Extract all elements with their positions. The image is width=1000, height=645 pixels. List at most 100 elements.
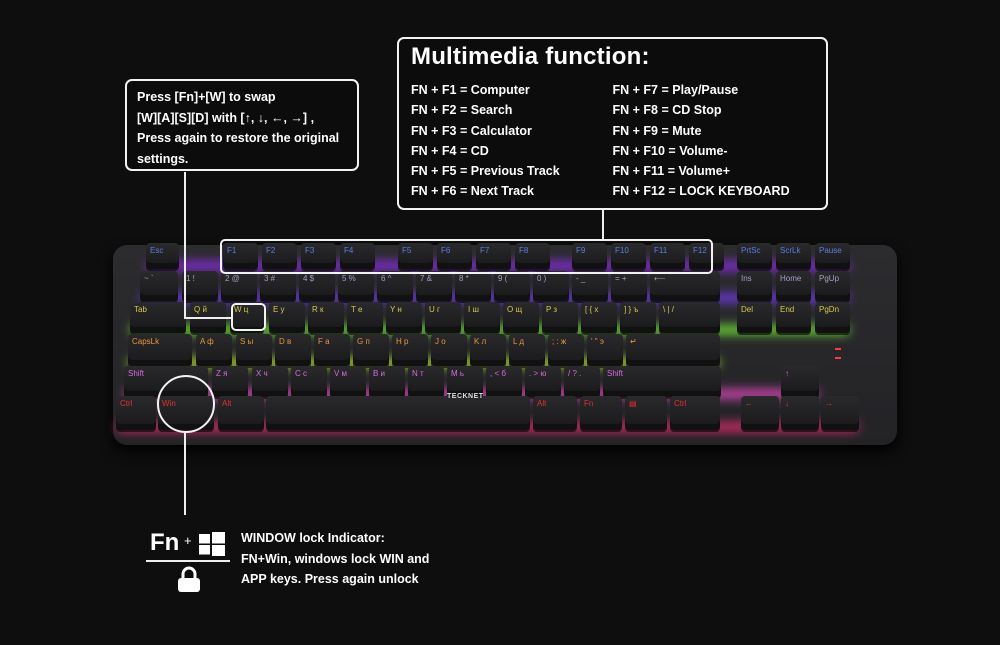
key[interactable]: U г [425,302,461,333]
key[interactable]: R к [308,302,344,333]
key[interactable]: \ | / [659,302,720,333]
key[interactable]: N т [408,366,444,397]
key[interactable]: 0 ) [533,271,569,301]
key[interactable]: F7 [476,243,511,269]
key[interactable]: ' " э [587,334,623,366]
key[interactable]: 7 & [416,271,452,301]
key[interactable]: F5 [398,243,433,269]
key[interactable]: I ш [464,302,500,333]
key-label: P з [546,305,558,314]
key[interactable]: Home [776,271,811,301]
key[interactable]: L д [509,334,545,366]
key-label: CapsLk [132,337,160,346]
key[interactable] [266,396,530,430]
key[interactable]: F12 [689,243,724,269]
key[interactable]: K л [470,334,506,366]
key[interactable]: → [821,396,859,430]
key-label: Alt [222,399,232,408]
key[interactable]: 6 ^ [377,271,413,301]
key-label: X ч [256,369,268,378]
key[interactable]: F2 [262,243,297,269]
key-label: M ь [451,369,465,378]
key-label: W ц [234,305,249,314]
key[interactable]: S ы [236,334,272,366]
key[interactable]: 2 @ [221,271,257,301]
key[interactable]: PgDn [815,302,850,333]
key[interactable]: Pause [815,243,850,269]
key[interactable]: E у [269,302,305,333]
key[interactable]: Esc [146,243,179,269]
key[interactable]: 4 $ [299,271,335,301]
key-label: F2 [266,246,276,255]
key[interactable]: 1 ! [182,271,218,301]
key[interactable]: Z я [212,366,248,397]
key[interactable]: End [776,302,811,333]
key[interactable]: ; : ж [548,334,584,366]
key[interactable]: ~ ` [140,271,178,301]
key[interactable]: = + [611,271,647,301]
plus-sign: + [184,533,192,548]
key-label: Shift [128,369,145,378]
key[interactable]: Ctrl [670,396,720,430]
key-label: Y н [390,305,402,314]
key[interactable]: 9 ( [494,271,530,301]
key[interactable]: ↓ [781,396,819,430]
key[interactable]: CapsLk [128,334,192,366]
key[interactable]: ] } ъ [620,302,656,333]
key[interactable]: ▤ [625,396,667,430]
key[interactable]: 5 % [338,271,374,301]
key[interactable]: . > ю [525,366,561,397]
key[interactable]: 8 * [455,271,491,301]
key[interactable]: F10 [611,243,646,269]
key[interactable]: Y н [386,302,422,333]
key-label: End [780,305,795,314]
key[interactable]: , < б [486,366,522,397]
key[interactable]: C с [291,366,327,397]
key[interactable]: M ь [447,366,483,397]
key[interactable]: Shift [603,366,721,397]
key[interactable]: A ф [196,334,232,366]
key[interactable]: F а [314,334,350,366]
key[interactable]: Fn [580,396,622,430]
key[interactable]: T е [347,302,383,333]
key-label: = + [615,274,627,283]
key[interactable]: ↵ [626,334,720,366]
key-label: \ | / [663,305,674,314]
key[interactable]: 3 # [260,271,296,301]
key-label: Pause [819,246,842,255]
key[interactable]: X ч [252,366,288,397]
key[interactable]: Ctrl [116,396,156,430]
key[interactable]: G п [353,334,389,366]
key[interactable]: - _ [572,271,608,301]
key[interactable]: H р [392,334,428,366]
key[interactable]: Tab [130,302,186,333]
key[interactable]: ↑ [781,366,819,397]
key[interactable]: F4 [340,243,375,269]
key[interactable]: V м [330,366,366,397]
key[interactable]: P з [542,302,578,333]
key[interactable]: F11 [650,243,685,269]
key[interactable]: PrtSc [737,243,772,269]
key[interactable]: F1 [223,243,258,269]
indicator-led [835,348,841,350]
key[interactable]: [ { х [581,302,617,333]
key[interactable]: PgUp [815,271,850,301]
key-label: D в [279,337,292,346]
key[interactable]: F3 [301,243,336,269]
key[interactable]: F6 [437,243,472,269]
key[interactable]: ← [741,396,779,430]
key[interactable]: F9 [572,243,607,269]
key[interactable]: B и [369,366,405,397]
key[interactable]: O щ [503,302,539,333]
key[interactable]: ScrLk [776,243,811,269]
key[interactable]: J о [431,334,467,366]
key[interactable]: F8 [515,243,550,269]
key[interactable]: / ? . [564,366,600,397]
key[interactable]: Ins [737,271,772,301]
key[interactable]: Alt [218,396,264,430]
key[interactable]: Alt [533,396,577,430]
key[interactable]: Del [737,302,772,333]
key[interactable]: D в [275,334,311,366]
key[interactable]: ⟵ [650,271,720,301]
key-label: C с [295,369,307,378]
